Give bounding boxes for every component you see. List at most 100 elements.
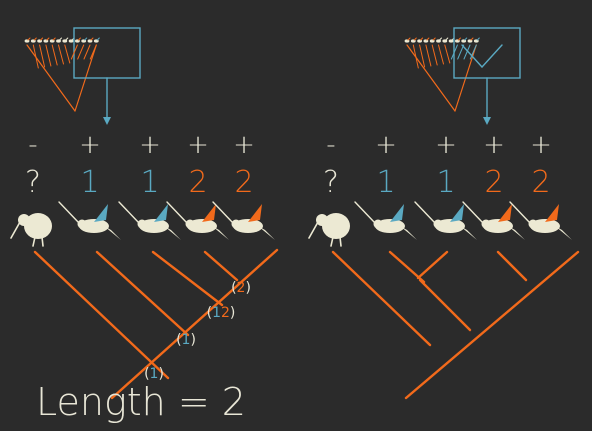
hummingbird-tail: [212, 226, 229, 240]
trait-sign: +: [483, 130, 505, 160]
tiny-bird-beak: [84, 37, 88, 41]
branch-line: [431, 44, 438, 66]
character-state: 1: [436, 165, 456, 200]
trait-sign: -: [28, 130, 38, 160]
hummingbird-beak: [462, 201, 484, 224]
tree-length-label: Length = 2: [36, 380, 246, 424]
ancestral-state-part: 1: [212, 305, 221, 321]
character-state: 2: [484, 165, 504, 200]
hummingbird-wing: [450, 204, 464, 222]
branch-line: [110, 248, 279, 400]
hummingbird-icon: [118, 201, 181, 240]
hummingbird-beak: [166, 201, 188, 224]
tiny-bird-beak: [46, 37, 50, 41]
hummingbird-tail: [164, 226, 181, 240]
character-state: 1: [80, 165, 100, 200]
trait-sign: +: [375, 130, 397, 160]
branch-line: [419, 44, 426, 68]
branch-line: [444, 44, 451, 64]
hummingbird-wing: [154, 204, 168, 222]
branch-line: [83, 44, 91, 60]
ancestral-state-part: (: [176, 332, 182, 348]
branch-line: [51, 44, 58, 66]
character-state: ?: [25, 165, 41, 200]
trait-sign: +: [187, 130, 209, 160]
hummingbird-body: [233, 219, 263, 233]
hummingbird-body: [79, 219, 109, 233]
hummingbird-body: [375, 219, 405, 233]
trait-sign: +: [79, 130, 101, 160]
hummingbird-beak: [58, 201, 80, 224]
tiny-bird-beak: [52, 37, 56, 41]
branch-line: [89, 44, 97, 60]
hummingbird-wing: [498, 204, 512, 222]
ancestral-state-part: 2: [236, 280, 246, 296]
branch-line: [404, 250, 580, 400]
ancestral-state-part: 1: [149, 366, 159, 382]
hummingbird-head: [433, 219, 443, 229]
hummingbird-wing: [94, 204, 108, 222]
arrow-head-icon: [103, 117, 111, 125]
hummingbird-icon: [166, 201, 229, 240]
branch-line: [450, 44, 458, 60]
branch-line: [457, 44, 465, 60]
tiny-bird-beak: [27, 37, 31, 41]
hummingbird-beak: [414, 201, 436, 224]
branch-line: [461, 44, 483, 68]
branch-line: [406, 44, 456, 112]
hummingbird-body: [483, 219, 513, 233]
bird-row: [10, 201, 572, 247]
ancestral-state-part: ): [229, 305, 236, 321]
highlight-box: [453, 27, 521, 79]
hummingbird-icon: [462, 201, 525, 240]
ancestral-state-part: ): [190, 332, 196, 348]
kiwi-body: [322, 213, 350, 239]
ancestral-state-label: (12): [207, 306, 236, 320]
tiny-bird-beak: [33, 37, 37, 41]
branch-line: [70, 44, 78, 60]
kiwi-head: [18, 214, 30, 226]
tiny-bird-beak: [470, 37, 474, 41]
branch-line: [95, 250, 190, 337]
tiny-bird-beak: [59, 37, 62, 41]
hummingbird-icon: [509, 201, 572, 240]
trait-sign: +: [233, 130, 255, 160]
hummingbird-tail: [104, 226, 121, 240]
trait-sign: +: [435, 130, 457, 160]
tiny-bird-beak: [426, 37, 430, 41]
trait-sign: +: [139, 130, 161, 160]
hummingbird-head: [231, 219, 241, 229]
hummingbird-head: [185, 219, 195, 229]
highlight-box: [73, 27, 141, 79]
tiny-bird-beak: [432, 37, 436, 41]
tiny-bird-beak: [439, 37, 442, 41]
branch-line: [412, 44, 419, 69]
ancestral-state-part: 2: [221, 305, 230, 321]
hummingbird-tail: [400, 226, 417, 240]
branch-line: [151, 250, 224, 307]
tiny-bird-beak: [413, 37, 417, 41]
character-state: ?: [323, 165, 339, 200]
tiny-bird-beak: [96, 37, 100, 41]
hummingbird-icon: [354, 201, 417, 240]
ancestral-state-part: ): [158, 366, 164, 382]
branch-line: [39, 44, 46, 68]
hummingbird-wing: [248, 204, 262, 222]
ancestral-state-part: (: [231, 280, 237, 296]
tiny-bird-beak: [90, 37, 94, 41]
branch-line: [425, 44, 432, 67]
kiwi-head: [316, 214, 328, 226]
branch-line: [463, 44, 471, 60]
hummingbird-head: [528, 219, 538, 229]
branch-line: [64, 44, 71, 64]
kiwi-icon: [308, 213, 350, 247]
kiwi-leg: [339, 236, 342, 247]
character-state: 1: [376, 165, 396, 200]
ancestral-state-part: ): [245, 280, 251, 296]
hummingbird-wing: [390, 204, 404, 222]
tiny-bird-beak: [407, 37, 411, 41]
kiwi-body: [24, 213, 52, 239]
branch-line: [45, 44, 52, 67]
ancestral-state-part: (: [144, 366, 150, 382]
